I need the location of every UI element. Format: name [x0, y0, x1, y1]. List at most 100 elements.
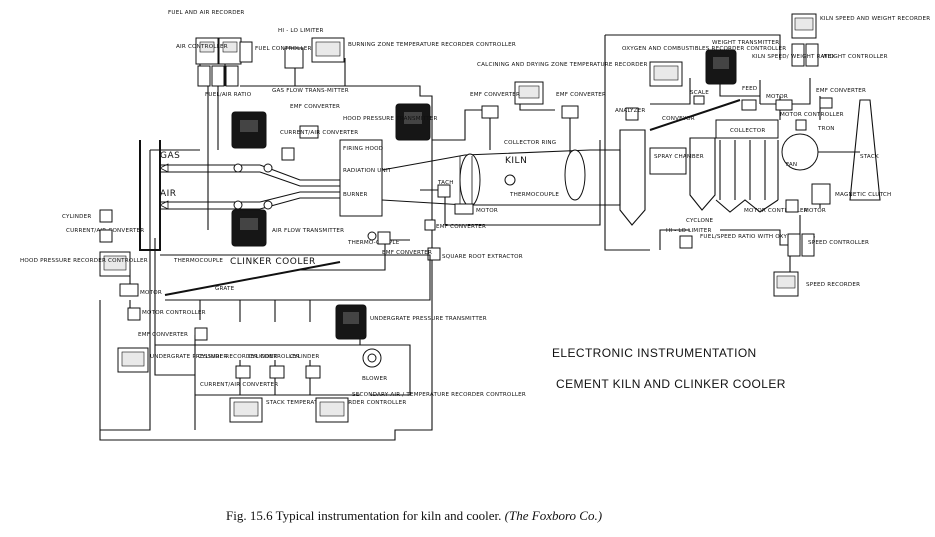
motor-fan: MOTOR MAGNETIC CLUTCH MOTOR CONTROLLER	[744, 183, 891, 214]
hood-pressure-recorder: HOOD PRESSURE RECORDER CONTROLLER	[20, 251, 148, 277]
current-air-converter-1: CURRENT/AIR CONVERTER	[280, 130, 358, 161]
label-weight-transmitter: WEIGHT TRANSMITTER	[712, 40, 779, 46]
diagram-title-line-2: CEMENT KILN AND CLINKER COOLER	[556, 377, 786, 391]
label-oxygen-recorder: OXYGEN AND COMBUSTIBLES RECORDER CONTROL…	[622, 46, 786, 52]
label-gas-flow-transmitter: GAS FLOW TRANS-MITTER	[272, 88, 349, 94]
gas-flow-transmitter: GAS FLOW TRANS-MITTER	[231, 88, 349, 149]
diagram-title-line-1: ELECTRONIC INSTRUMENTATION	[552, 346, 757, 360]
label-feed: FEED	[742, 86, 757, 92]
label-weight-controller: WEIGHT CONTROLLER	[822, 54, 888, 60]
kiln: KILN THERMOCOUPLE COLLECTOR RING	[381, 140, 621, 207]
label-motor-controller-top: MOTOR CONTROLLER	[780, 112, 844, 118]
feed-motor: FEED MOTOR EMF CONVERTER MOTOR CONTROLLE…	[741, 86, 866, 131]
label-air-controller: AIR CONTROLLER	[176, 44, 228, 50]
label-tach: TACH	[437, 180, 454, 186]
emf-converter-3: EMF CONVERTER	[556, 92, 606, 119]
emf-converter-1: EMF CONVERTER	[290, 104, 340, 139]
label-hi-lo-limiter-top: HI - LO LIMITER	[278, 28, 324, 34]
fuel-controller: FUEL CONTROLLER	[239, 41, 311, 63]
label-air-flow-transmitter: AIR FLOW TRANSMITTER	[272, 228, 344, 234]
hood-pressure-transmitter: HOOD PRESSURE TRANSMITTER	[343, 103, 438, 141]
cylinder-left: CYLINDER CURRENT/AIR CONVERTER	[62, 209, 144, 243]
label-collector-ring: COLLECTOR RING	[504, 140, 556, 146]
label-cylinder-c: CYLINDER	[290, 354, 320, 360]
label-blower: BLOWER	[362, 376, 387, 382]
label-gas: GAS	[160, 151, 180, 161]
cooler-cylinders: CYLINDER CYLINDER CYLINDER CURRENT/AIR C…	[198, 354, 321, 388]
kiln-speed-recorder: KILN SPEED AND WEIGHT RECORDER KILN SPEE…	[752, 13, 930, 67]
label-firing-hood: FIRING HOOD	[343, 146, 383, 152]
label-thermo-couple-hood: THERMO-COUPLE	[347, 240, 400, 246]
gas-air-piping: GAS AIR	[159, 151, 340, 210]
label-spray-chamber: SPRAY CHAMBER	[654, 154, 704, 160]
fuel-air-recorder: FUEL AND AIR RECORDER AIR CONTROLLER FUE…	[168, 10, 252, 98]
undergrate-pressure-transmitter: UNDERGRATE PRESSURE TRANSMITTER	[335, 304, 487, 340]
label-kiln-speed-recorder: KILN SPEED AND WEIGHT RECORDER	[820, 16, 930, 22]
label-speed-recorder: SPEED RECORDER	[806, 282, 860, 288]
hi-lo-limiter-top: HI - LO LIMITER	[278, 28, 324, 69]
caption-source: (The Foxboro Co.)	[504, 508, 603, 523]
label-analyzer: ANALYZER	[615, 108, 645, 114]
collector: COLLECTOR	[715, 119, 779, 213]
label-hi-lo-limiter-right: HI - LO LIMITER	[666, 228, 712, 234]
label-cylinder-left: CYLINDER	[62, 214, 92, 220]
emf-converter-6: EMF CONVERTER	[138, 327, 208, 341]
label-emf-converter-5: EMF CONVERTER	[382, 250, 432, 256]
label-emf-converter-2: EMF CONVERTER	[470, 92, 520, 98]
stack: STACK	[849, 99, 881, 201]
firing-hood: FIRING HOOD RADIATION UNIT BURNER	[339, 139, 392, 217]
hi-lo-limiter-right: HI - LO LIMITER	[666, 228, 712, 249]
label-square-root-extractor: SQUARE ROOT EXTRACTOR	[442, 254, 523, 260]
label-fuel-air-ratio: FUEL/AIR RATIO	[205, 92, 252, 98]
label-fuel-speed-ratio: FUEL/SPEED RATIO WITH OXYGEN BIAS	[700, 234, 816, 240]
tach-motor: TACH MOTOR	[437, 180, 498, 215]
secondary-air-recorder: SECONDARY AIR / TEMPERATURE RECORDER CON…	[315, 392, 526, 423]
thermo-couple-hood: THERMO-COUPLE	[347, 231, 400, 246]
label-motor-fan: MOTOR	[804, 208, 826, 214]
air-flow-transmitter: AIR FLOW TRANSMITTER	[231, 209, 344, 247]
label-motor-controller-fan: MOTOR CONTROLLER	[744, 208, 808, 214]
label-speed-controller: SPEED CONTROLLER	[808, 240, 869, 246]
calcining-zone-recorder: CALCINING AND DRYING ZONE TEMPERATURE RE…	[477, 62, 647, 105]
weight-transmitter: WEIGHT TRANSMITTER	[705, 40, 779, 85]
analyzer: ANALYZER	[615, 107, 645, 121]
label-collector: COLLECTOR	[730, 128, 766, 134]
square-root-extractor: SQUARE ROOT EXTRACTOR	[427, 247, 523, 261]
label-conveyor: CONVEYOR	[662, 116, 695, 122]
emf-converter-5: EMF CONVERTER	[377, 231, 432, 256]
label-secondary-air-recorder: SECONDARY AIR / TEMPERATURE RECORDER CON…	[352, 392, 526, 398]
label-motor-controller-cooler: MOTOR CONTROLLER	[142, 310, 206, 316]
label-air: AIR	[160, 189, 177, 199]
label-cylinder-b: CYLINDER	[248, 354, 278, 360]
label-fuel-air-recorder: FUEL AND AIR RECORDER	[168, 10, 245, 16]
fan: FAN TRON	[781, 126, 860, 171]
label-emf-converter-3: EMF CONVERTER	[556, 92, 606, 98]
label-hood-pressure-transmitter: HOOD PRESSURE TRANSMITTER	[343, 116, 438, 122]
undergrate-recorder: UNDERGRATE PRESSURE RECORDER CONTROLLER	[117, 347, 300, 373]
label-clinker-cooler: CLINKER COOLER	[230, 257, 316, 267]
burning-zone-recorder: BURNING ZONE TEMPERATURE RECORDER CONTRO…	[311, 37, 516, 63]
label-motor-feed: MOTOR	[766, 94, 788, 100]
label-thermocouple-cooler: THERMOCOUPLE	[173, 258, 223, 264]
label-magnetic-clutch: MAGNETIC CLUTCH	[835, 192, 891, 198]
label-radiation-unit: RADIATION UNIT	[343, 168, 392, 174]
label-current-air-converter-bottom: CURRENT/AIR CONVERTER	[200, 382, 278, 388]
caption-main: Fig. 15.6 Typical instrumentation for ki…	[226, 508, 505, 523]
clinker-cooler: THERMOCOUPLE CLINKER COOLER GRATE MOTOR …	[119, 254, 431, 322]
label-undergrate-recorder: UNDERGRATE PRESSURE RECORDER CONTROLLER	[150, 354, 300, 360]
left-stack	[139, 140, 161, 251]
label-burner: BURNER	[343, 192, 368, 198]
label-stack: STACK	[860, 154, 879, 160]
fuel-speed-ratio: FUEL/SPEED RATIO WITH OXYGEN BIAS SPEED …	[700, 233, 869, 257]
emf-converter-2: EMF CONVERTER	[470, 92, 520, 119]
speed-recorder: SPEED RECORDER	[773, 271, 860, 297]
label-thermocouple-kiln: THERMOCOUPLE	[509, 192, 559, 198]
spray-chamber: SPRAY CHAMBER CYCLONE	[619, 129, 716, 226]
label-current-air-converter-1: CURRENT/AIR CONVERTER	[280, 130, 358, 136]
label-scale: SCALE	[690, 90, 709, 96]
label-undergrate-pressure-transmitter: UNDERGRATE PRESSURE TRANSMITTER	[370, 316, 487, 322]
label-burning-zone: BURNING ZONE TEMPERATURE RECORDER CONTRO…	[348, 42, 516, 48]
label-kiln: KILN	[505, 156, 527, 166]
label-emf-converter-4: EMF CONVERTER	[436, 224, 486, 230]
